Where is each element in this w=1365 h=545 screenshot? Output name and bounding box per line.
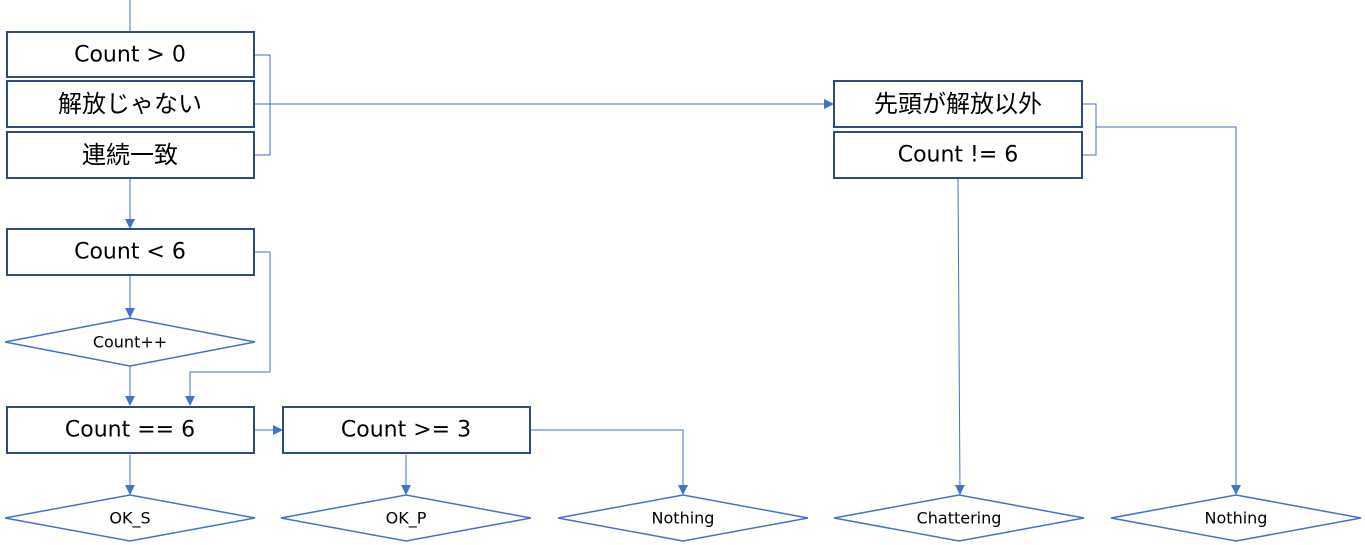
svg-text:Nothing: Nothing — [1205, 509, 1268, 528]
node-count-eq-6: Count == 6 — [6, 406, 255, 454]
svg-text:OK_P: OK_P — [386, 509, 427, 529]
svg-text:Count < 6: Count < 6 — [74, 240, 186, 265]
node-ok-s: OK_S — [4, 494, 256, 542]
svg-text:Count++: Count++ — [93, 333, 167, 352]
connector-to-chattering — [954, 178, 965, 495]
node-count-gt-0: Count > 0 — [6, 31, 255, 78]
connector-to-nothing-2 — [1096, 126, 1241, 495]
svg-text:解放じゃない: 解放じゃない — [58, 90, 202, 118]
node-head-not-release: 先頭が解放以外 — [833, 80, 1083, 128]
connector-count-lt-6-bypass — [185, 251, 271, 406]
node-not-release: 解放じゃない — [6, 80, 255, 128]
node-nothing-2: Nothing — [1110, 494, 1362, 542]
svg-text:連続一致: 連続一致 — [82, 141, 178, 169]
svg-text:Count != 6: Count != 6 — [898, 143, 1019, 168]
node-chattering: Chattering — [833, 494, 1085, 542]
node-count-ge-3: Count >= 3 — [282, 406, 531, 454]
node-count-lt-6: Count < 6 — [6, 228, 255, 276]
node-count-ne-6: Count != 6 — [833, 131, 1083, 179]
svg-text:OK_S: OK_S — [109, 509, 150, 529]
node-consecutive-match: 連続一致 — [6, 131, 255, 179]
connectors — [125, 0, 1241, 495]
svg-text:Count == 6: Count == 6 — [65, 418, 195, 443]
connector-group2-bracket — [1083, 103, 1097, 156]
node-count-inc: Count++ — [4, 317, 256, 367]
node-ok-p: OK_P — [280, 494, 532, 542]
connector-group1-bracket — [255, 54, 271, 156]
svg-text:Count > 0: Count > 0 — [74, 43, 186, 68]
svg-text:Count >= 3: Count >= 3 — [341, 418, 471, 443]
svg-text:Nothing: Nothing — [652, 509, 715, 528]
svg-text:先頭が解放以外: 先頭が解放以外 — [874, 90, 1042, 118]
svg-text:Chattering: Chattering — [917, 509, 1002, 528]
node-nothing-1: Nothing — [557, 494, 809, 542]
connector-to-nothing-1 — [531, 429, 688, 495]
